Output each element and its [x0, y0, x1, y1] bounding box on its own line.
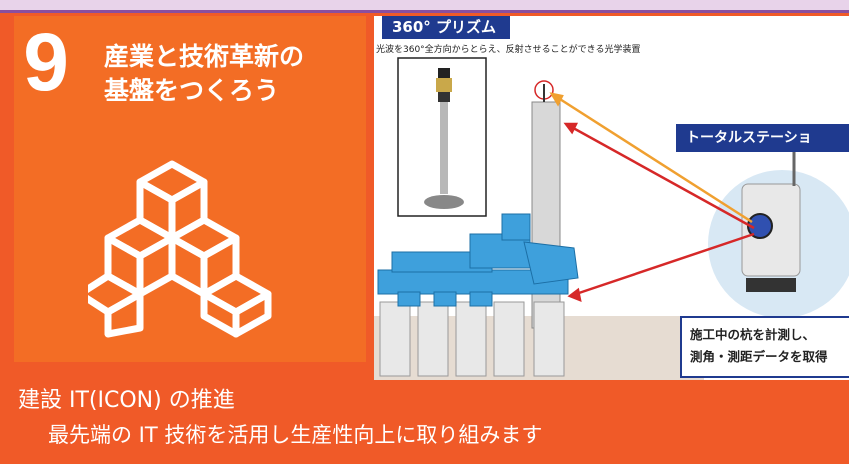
diagram-illustration: [374, 57, 849, 380]
stacked-cubes-icon: [88, 160, 272, 338]
caption: 建設 IT(ICON) の推進 最先端の IT 技術を活用し生産性向上に取り組み…: [18, 384, 542, 452]
sdg-title-line2: 基盤をつくろう: [104, 76, 280, 105]
callout-line1: 施工中の杭を計測し、: [690, 327, 816, 342]
total-station-label: トータルステーショ: [676, 124, 849, 152]
caption-title: 建設 IT(ICON) の推進: [18, 388, 235, 413]
measurement-callout: 施工中の杭を計測し、 測角・測距データを取得: [680, 316, 849, 378]
caption-subtitle: 最先端の IT 技術を活用し生産性向上に取り組みます: [48, 423, 543, 447]
construction-diagram: 360° プリズム 光波を360°全方向からとらえ、反射させることができる光学装…: [374, 16, 849, 380]
top-strip: [0, 0, 849, 10]
sdg-title-line1: 産業と技術革新の: [104, 42, 305, 71]
prism-label: 360° プリズム: [382, 16, 511, 39]
sdg-goal-number: 9: [23, 17, 69, 108]
prism-pole-icon: [424, 68, 464, 209]
prism-description: 光波を360°全方向からとらえ、反射させることができる光学装置: [376, 45, 641, 55]
top-divider: [0, 10, 849, 13]
pile-driver-machine: [377, 213, 579, 307]
callout-line2: 測角・測距データを取得: [690, 349, 828, 364]
measurement-arrows: [549, 92, 755, 303]
piles: [379, 301, 565, 377]
total-station-icon: [708, 146, 849, 318]
sdg-goal-title: 産業と技術革新の 基盤をつくろう: [104, 40, 304, 108]
